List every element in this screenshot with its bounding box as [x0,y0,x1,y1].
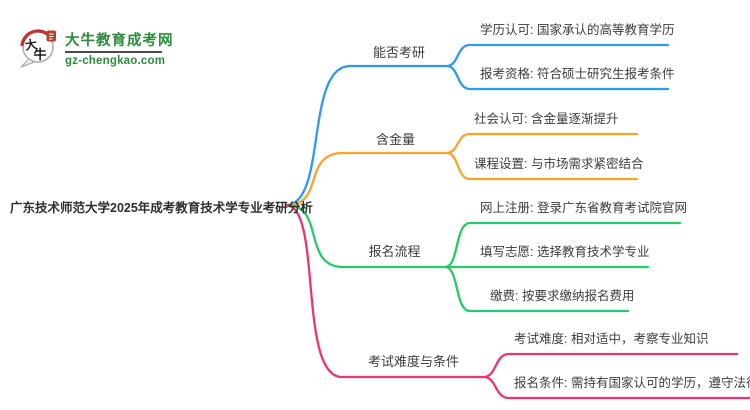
speech-bubble-tail [20,58,35,68]
red-seal-icon [46,30,56,42]
branch3-child3-line [444,265,630,313]
red-arc [20,29,50,47]
branch-difficulty-conditions-label[interactable]: 考试难度与条件 [367,354,459,369]
branch1-child1-line [446,43,670,68]
branch4-child2-line [483,375,750,400]
logo-title: 大牛教育成考网 [65,33,174,49]
branch1-parent-curve [285,64,450,207]
leaf-social-recognition[interactable]: 社会认可: 含金量逐渐提升 [474,112,619,126]
branch3-child1-line [444,221,682,269]
leaf-registration-condition[interactable]: 报名条件: 需持有国家认可的学历，遵守法律 [514,376,750,390]
branch-value-label[interactable]: 含金量 [375,132,415,147]
branch2-parent-curve [285,151,450,207]
branch4-child1-line [483,352,739,379]
leaf-apply-qualification[interactable]: 报考资格: 符合硕士研究生报考条件 [480,67,675,81]
logo-char-top: 大 [24,36,38,53]
leaf-online-register[interactable]: 网上注册: 登录广东省教育考试院官网 [480,201,687,215]
site-logo[interactable]: 大 牛 大牛教育成考网 gz-chengkao.com [18,25,174,69]
branch2-child2-line [446,151,639,181]
branch1-child2-line [446,64,670,91]
logo-subtitle: gz-chengkao.com [65,55,166,67]
cow-logo-icon: 大 牛 [20,29,56,68]
branch-registration-process-label[interactable]: 报名流程 [368,244,421,259]
leaf-exam-difficulty[interactable]: 考试难度: 相对适中，考察专业知识 [514,332,709,346]
branch2-child1-line [446,132,639,155]
leaf-degree-recognition[interactable]: 学历认可: 国家承认的高等教育学历 [480,23,675,37]
seal-marks [49,33,54,40]
logo-divider [65,51,162,53]
leaf-course-setting[interactable]: 课程设置: 与市场需求紧密结合 [474,157,644,171]
branch4-parent-curve [285,203,487,379]
central-topic[interactable]: 广东技术师范大学2025年成考教育技术学专业考研分析 [10,201,313,215]
branch-can-apply-label[interactable]: 能否考研 [372,45,425,60]
logo-char-bottom: 牛 [34,47,47,62]
leaf-pay-fee[interactable]: 缴费: 按要求缴纳报名费用 [490,289,635,303]
leaf-fill-application[interactable]: 填写志愿: 选择教育技术学专业 [480,245,650,259]
branch3-parent-curve [285,203,448,269]
